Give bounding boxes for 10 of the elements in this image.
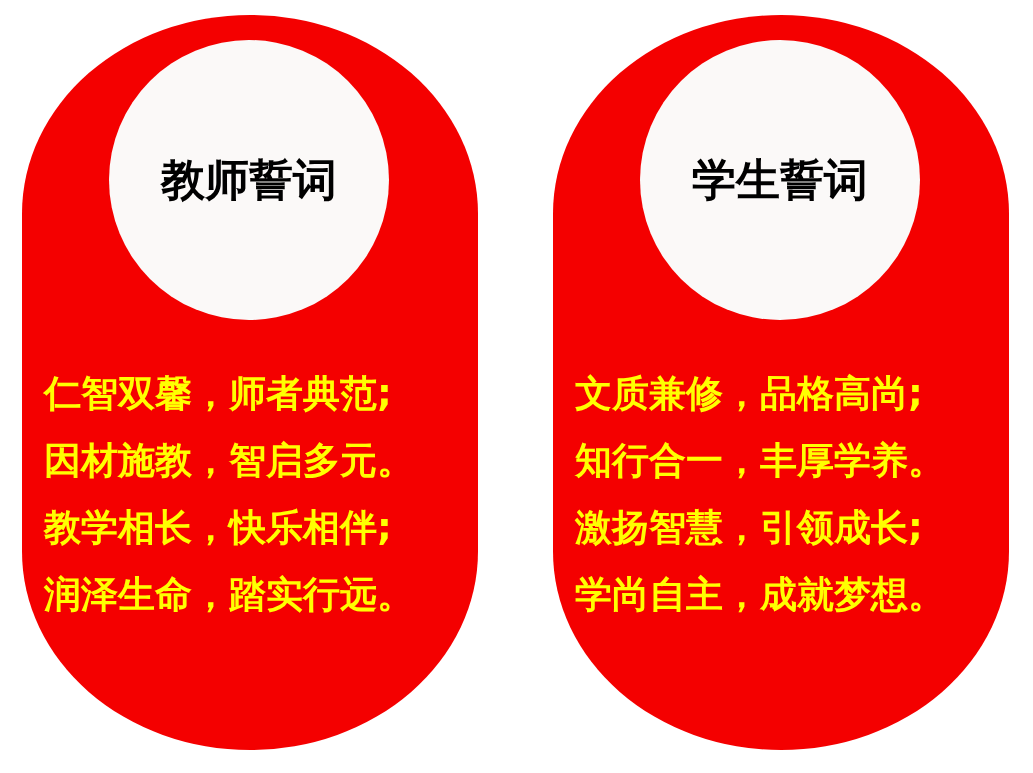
title-text: 教师誓词 xyxy=(161,153,337,207)
oath-line: 文质兼修，品格高尚; xyxy=(575,371,924,417)
oath-line: 教学相长，快乐相伴; xyxy=(44,505,393,551)
oath-line: 学尚自主，成就梦想。 xyxy=(575,572,946,618)
oath-line: 仁智双馨，师者典范; xyxy=(44,371,393,417)
oath-line: 因材施教，智启多元。 xyxy=(44,438,415,484)
oath-line: 知行合一，丰厚学养。 xyxy=(575,438,946,484)
oath-line: 润泽生命，踏实行远。 xyxy=(44,572,415,618)
title-text: 学生誓词 xyxy=(692,153,868,207)
oath-line: 激扬智慧，引领成长; xyxy=(575,505,924,551)
